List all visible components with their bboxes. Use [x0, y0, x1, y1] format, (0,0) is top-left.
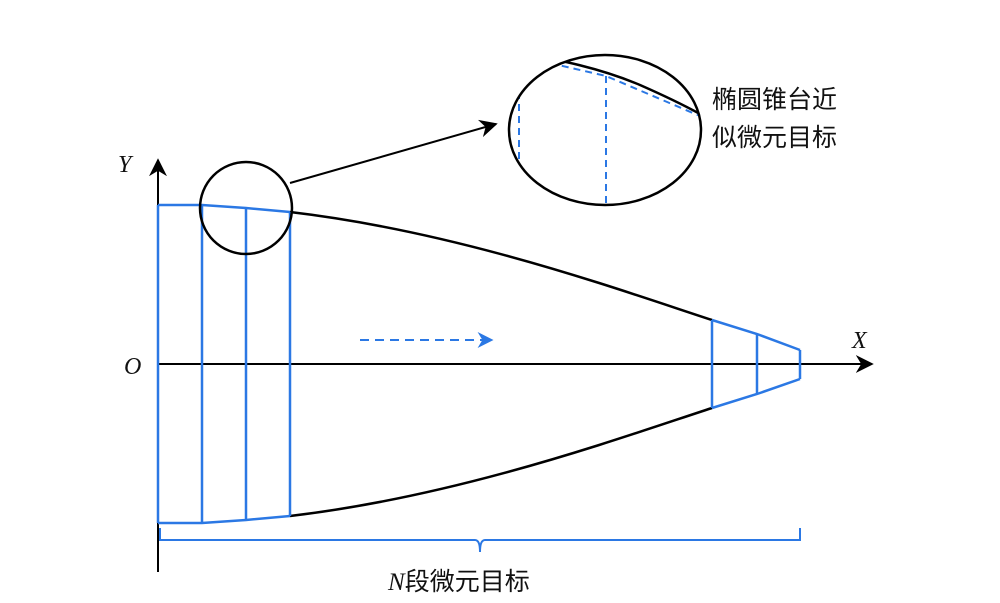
zoom-view	[507, 53, 703, 207]
segment-left-lower-edge	[158, 514, 291, 525]
body-outline-lower	[289, 406, 713, 518]
zoom-circle	[507, 53, 703, 207]
segments-brace	[159, 528, 801, 553]
brace-label: N段微元目标	[387, 567, 530, 596]
x-axis-label: X	[851, 328, 868, 354]
zoom-leader-arrow	[289, 119, 498, 184]
brace-label-prefix: N	[387, 569, 406, 596]
zoom-approx-segments	[514, 55, 701, 117]
detail-circle	[198, 160, 294, 256]
origin-label: O	[124, 354, 141, 380]
segments-right	[710, 318, 802, 410]
zoom-true-curve	[514, 55, 701, 116]
body-outline-upper	[289, 210, 713, 322]
zoom-annotation-line-1: 椭圆锥台近	[712, 85, 837, 114]
segment-left-upper-edge	[158, 203, 291, 214]
brace-label-text: 段微元目标	[405, 567, 530, 596]
y-axis-label: Y	[118, 152, 134, 178]
segments-left	[156, 203, 292, 525]
zoom-annotation-line-2: 似微元目标	[712, 123, 837, 152]
